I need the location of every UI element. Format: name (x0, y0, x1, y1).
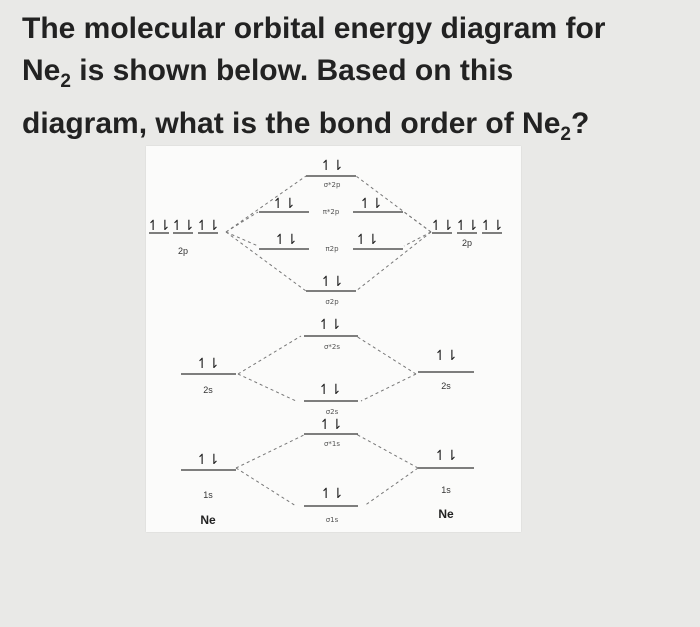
question-line-3-text: diagram, what is the bond order of Ne (22, 107, 561, 140)
connector-right-2s-sigmastar2s (355, 335, 417, 375)
connector-left-2p-pistar2p (225, 211, 259, 233)
formula-subscript: 2 (560, 124, 571, 145)
right-1s-electrons: ↿⇂ (434, 448, 457, 464)
mo-sigma-1s-label: σ1s (326, 516, 339, 524)
question-line-2: Ne2 is shown below. Based on this (22, 50, 682, 103)
formula-subscript: 2 (60, 71, 71, 92)
molecular-orbitals: ↿⇂ σ*2p ↿⇂ ↿⇂ π*2p ↿⇂ ↿⇂ π2p ↿⇂ σ2p ↿⇂ σ… (259, 158, 403, 524)
right-atom-label: Ne (438, 507, 454, 521)
mo-sigma-star-2s-label: σ*2s (324, 343, 340, 351)
mo-pi-2p-x-electrons: ↿⇂ (274, 232, 297, 248)
right-2p-label: 2p (462, 238, 472, 248)
connector-left-2s-sigmastar2s (237, 335, 302, 375)
mo-sigma-2p-label: σ2p (325, 298, 339, 306)
left-atom-label: Ne (200, 513, 216, 527)
mo-sigma-1s-electrons: ↿⇂ (320, 486, 343, 502)
right-2s-label: 2s (441, 381, 451, 391)
mo-pi-2p-y-electrons: ↿⇂ (355, 232, 378, 248)
mo-diagram-card: ↿⇂ ↿⇂ ↿⇂ 2p ↿⇂ 2s ↿⇂ 1s Ne ↿⇂ ↿⇂ ↿⇂ 2p ↿… (146, 146, 521, 532)
mo-sigma-star-1s-label: σ*1s (324, 440, 340, 448)
right-atom-orbitals: ↿⇂ ↿⇂ ↿⇂ 2p ↿⇂ 2s ↿⇂ 1s Ne (418, 218, 504, 521)
mo-sigma-star-2s-electrons: ↿⇂ (318, 317, 341, 333)
question-text: The molecular orbital energy diagram for… (22, 8, 682, 156)
mo-sigma-star-2p-label: σ*2p (324, 181, 341, 189)
correlation-lines (225, 175, 432, 507)
left-2p-z-electrons: ↿⇂ (196, 218, 219, 234)
right-2p-x-electrons: ↿⇂ (430, 218, 453, 234)
right-2p-z-electrons: ↿⇂ (480, 218, 503, 234)
mo-sigma-star-1s-electrons: ↿⇂ (319, 417, 342, 433)
mo-sigma-2p-electrons: ↿⇂ (320, 274, 343, 290)
mo-pi-2p-label: π2p (325, 245, 339, 253)
connector-left-2p-sigma2p (225, 231, 307, 292)
connector-right-2p-sigma2p (355, 231, 432, 292)
left-2s-electrons: ↿⇂ (196, 356, 219, 372)
left-2p-y-electrons: ↿⇂ (171, 218, 194, 234)
question-line-1: The molecular orbital energy diagram for (22, 8, 682, 50)
left-2p-label: 2p (178, 246, 188, 256)
connector-left-2s-sigma2s (237, 373, 297, 402)
question-line-2-text: is shown below. Based on this (70, 54, 514, 87)
left-atom-orbitals: ↿⇂ ↿⇂ ↿⇂ 2p ↿⇂ 2s ↿⇂ 1s Ne (147, 218, 236, 527)
connector-right-1s-sigmastar1s (355, 433, 419, 469)
connector-right-2p-pi2p (403, 231, 432, 247)
connector-right-2s-sigma2s (360, 373, 417, 402)
formula-ne: Ne (22, 54, 61, 87)
mo-pi-star-2p-y-electrons: ↿⇂ (359, 196, 382, 212)
question-mark: ? (570, 107, 590, 140)
question-line-3: diagram, what is the bond order of Ne2? (22, 103, 682, 156)
mo-diagram: ↿⇂ ↿⇂ ↿⇂ 2p ↿⇂ 2s ↿⇂ 1s Ne ↿⇂ ↿⇂ ↿⇂ 2p ↿… (147, 158, 504, 527)
left-1s-label: 1s (203, 490, 213, 500)
mo-pi-star-2p-label: π*2p (323, 208, 340, 216)
right-2s-electrons: ↿⇂ (434, 348, 457, 364)
mo-sigma-2s-label: σ2s (326, 408, 339, 416)
left-2p-x-electrons: ↿⇂ (147, 218, 170, 234)
question-line-1-text: The molecular orbital energy diagram for (22, 12, 606, 45)
mo-sigma-star-2p-electrons: ↿⇂ (320, 158, 343, 174)
mo-sigma-2s-electrons: ↿⇂ (318, 382, 341, 398)
right-1s-label: 1s (441, 485, 451, 495)
connector-right-2p-sigmastar2p (355, 175, 432, 233)
right-2p-y-electrons: ↿⇂ (455, 218, 478, 234)
connector-right-2p-pistar2p (403, 211, 432, 233)
left-1s-electrons: ↿⇂ (196, 452, 219, 468)
connector-left-1s-sigmastar1s (235, 433, 307, 469)
connector-left-1s-sigma1s (235, 467, 297, 507)
left-2s-label: 2s (203, 385, 213, 395)
mo-pi-star-2p-x-electrons: ↿⇂ (272, 196, 295, 212)
connector-right-1s-sigma1s (363, 467, 419, 507)
connector-left-2p-sigmastar2p (225, 175, 307, 233)
